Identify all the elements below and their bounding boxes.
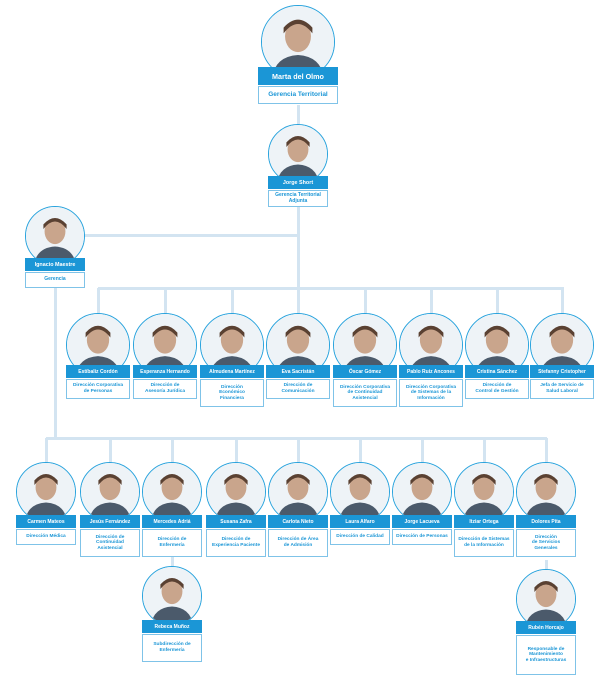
connector-row3-stub bbox=[297, 438, 300, 463]
person-role: Dirección de Experiencia Paciente bbox=[206, 529, 266, 557]
connector-row3-stub bbox=[483, 438, 486, 463]
person-role: Dirección Económico Financiera bbox=[200, 379, 264, 407]
person-role: Gerencia Territorial Adjunta bbox=[268, 190, 328, 207]
person-photo-icon bbox=[330, 462, 390, 522]
person-role: Dirección de Servicios Generales bbox=[516, 529, 576, 557]
person-role: Dirección Corporativa de Continuidad Asi… bbox=[333, 379, 397, 407]
person-name: Susana Zafra bbox=[206, 515, 266, 528]
connector-enfermeria bbox=[171, 557, 174, 566]
connector-adjunta bbox=[297, 207, 300, 236]
person-role: Dirección de Sistemas de la Información bbox=[454, 529, 514, 557]
person-name: Óscar Gómez bbox=[333, 365, 397, 378]
person-name: Laura Alfaro bbox=[330, 515, 390, 528]
person-photo-icon bbox=[261, 5, 335, 79]
person-role: Gerencia bbox=[25, 272, 85, 288]
connector-row2-stub bbox=[430, 288, 433, 314]
person-photo-icon bbox=[25, 206, 85, 266]
person-name: Rebeca Muñoz bbox=[142, 620, 202, 633]
person-role: Dirección de Enfermería bbox=[142, 529, 202, 557]
person-name: Marta del Olmo bbox=[258, 67, 338, 85]
person-name: Carlota Nieto bbox=[268, 515, 328, 528]
connector-row2-stub bbox=[496, 288, 499, 314]
person-name: Estíbaliz Cordón bbox=[66, 365, 130, 378]
person-name: Pablo Ruiz Ancones bbox=[399, 365, 463, 378]
connector-servicios bbox=[545, 560, 548, 569]
connector-row2-bar bbox=[98, 287, 564, 290]
person-name: Jesús Fernández bbox=[80, 515, 140, 528]
connector-row2-stub bbox=[297, 288, 300, 314]
connector-row2-stub bbox=[561, 288, 564, 314]
person-name: Jorge Lacueva bbox=[392, 515, 452, 528]
person-role: Dirección Corporativa de Sistemas de la … bbox=[399, 379, 463, 407]
connector-gerencia-drop bbox=[54, 286, 57, 438]
connector-ceo bbox=[297, 105, 300, 124]
person-role: Dirección de Asesoría Jurídica bbox=[133, 379, 197, 399]
person-name: Eva Sacristán bbox=[266, 365, 330, 378]
person-role: Subdirección de Enfermería bbox=[142, 634, 202, 662]
person-role: Dirección de Área de Admisión bbox=[268, 529, 328, 557]
person-photo-icon bbox=[268, 124, 328, 184]
person-role: Dirección de Calidad bbox=[330, 529, 390, 545]
connector-row3-stub bbox=[45, 438, 48, 463]
person-role: Dirección de Comunicación bbox=[266, 379, 330, 399]
person-name: Jorge Short bbox=[268, 176, 328, 189]
person-name: Dolores Pita bbox=[516, 515, 576, 528]
connector-row2-stub bbox=[97, 288, 100, 314]
connector-row3-bar bbox=[46, 437, 547, 440]
connector-row2-stub bbox=[364, 288, 367, 314]
person-name: Cristina Sánchez bbox=[465, 365, 529, 378]
person-role: Gerencia Territorial bbox=[258, 86, 338, 104]
person-name: Stefanny Cristopher bbox=[530, 365, 594, 378]
connector-row3-stub bbox=[545, 438, 548, 463]
person-photo-icon bbox=[80, 462, 140, 522]
person-photo-icon bbox=[206, 462, 266, 522]
connector-row3-stub bbox=[359, 438, 362, 463]
person-role: Responsable de Mantenimiento e Infraestr… bbox=[516, 635, 576, 675]
person-name: Carmen Mateos bbox=[16, 515, 76, 528]
person-photo-icon bbox=[516, 462, 576, 522]
person-role: Dirección de Personas bbox=[392, 529, 452, 545]
person-name: Ignacio Maestre bbox=[25, 258, 85, 271]
person-role: Dirección de Continuidad Asistencial bbox=[80, 529, 140, 557]
person-name: Itziar Ortega bbox=[454, 515, 514, 528]
person-photo-icon bbox=[16, 462, 76, 522]
connector-branch-left bbox=[55, 234, 298, 237]
person-photo-icon bbox=[516, 569, 576, 629]
connector-row3-stub bbox=[109, 438, 112, 463]
person-role: Dirección Corporativa de Personas bbox=[66, 379, 130, 399]
person-photo-icon bbox=[454, 462, 514, 522]
person-role: Jefa de Servicio de Salud Laboral bbox=[530, 379, 594, 399]
person-name: Rubén Horcajo bbox=[516, 621, 576, 634]
person-role: Dirección de Control de Gestión bbox=[465, 379, 529, 399]
person-photo-icon bbox=[142, 462, 202, 522]
connector-row2-drop bbox=[297, 236, 300, 288]
person-photo-icon bbox=[142, 566, 202, 626]
connector-row3-stub bbox=[235, 438, 238, 463]
person-photo-icon bbox=[268, 462, 328, 522]
connector-row2-stub bbox=[164, 288, 167, 314]
person-photo-icon bbox=[392, 462, 452, 522]
person-name: Esperanza Hernando bbox=[133, 365, 197, 378]
person-name: Mercedes Adriá bbox=[142, 515, 202, 528]
person-name: Almudena Martínez bbox=[200, 365, 264, 378]
connector-row3-stub bbox=[171, 438, 174, 463]
connector-row2-stub bbox=[231, 288, 234, 314]
person-role: Dirección Médica bbox=[16, 529, 76, 545]
connector-row3-stub bbox=[421, 438, 424, 463]
